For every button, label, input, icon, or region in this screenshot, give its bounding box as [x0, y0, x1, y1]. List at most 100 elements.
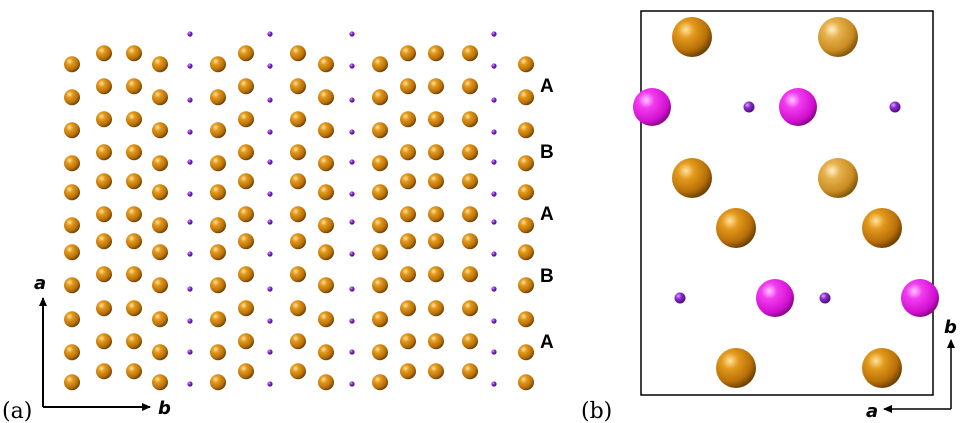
- orange-atom: [152, 89, 168, 106]
- orange-atom: [238, 206, 254, 223]
- small-atom: [349, 251, 355, 257]
- small-atom: [491, 159, 497, 165]
- panel-b-atoms: [633, 17, 939, 388]
- magenta-atom: [756, 279, 794, 317]
- small-atom: [187, 191, 193, 197]
- orange-atom: [818, 158, 858, 198]
- orange-atom: [152, 244, 168, 261]
- small-atom: [187, 318, 193, 324]
- small-atom: [491, 191, 497, 197]
- orange-atom: [400, 266, 416, 283]
- small-atom: [267, 381, 273, 387]
- orange-atom: [518, 155, 534, 172]
- orange-atom: [318, 244, 334, 261]
- orange-atom: [318, 155, 334, 172]
- orange-atom: [290, 144, 306, 161]
- orange-atom: [428, 333, 444, 350]
- orange-atom: [126, 363, 142, 380]
- orange-atom: [428, 266, 444, 283]
- orange-atom: [318, 277, 334, 294]
- orange-atom: [318, 184, 334, 201]
- small-atom: [187, 381, 193, 387]
- orange-atom: [518, 311, 534, 328]
- orange-atom: [518, 122, 534, 139]
- stacking-label-1: A: [540, 76, 554, 97]
- small-atom: [187, 349, 193, 355]
- orange-atom: [518, 244, 534, 261]
- orange-atom: [64, 311, 80, 328]
- small-atom: [349, 191, 355, 197]
- orange-atom: [428, 363, 444, 380]
- small-atom: [491, 63, 497, 69]
- orange-atom: [290, 78, 306, 95]
- orange-atom: [318, 374, 334, 391]
- orange-atom: [518, 277, 534, 294]
- orange-atom: [462, 45, 478, 62]
- orange-atom: [290, 363, 306, 380]
- orange-atom: [400, 233, 416, 250]
- orange-atom: [400, 173, 416, 190]
- unit-cell-frame: [640, 10, 934, 396]
- orange-atom: [210, 89, 226, 106]
- orange-atom: [64, 244, 80, 261]
- orange-atom: [372, 244, 388, 261]
- small-atom: [267, 129, 273, 135]
- orange-atom: [462, 206, 478, 223]
- orange-atom: [152, 184, 168, 201]
- panel-a-atoms: [64, 31, 534, 391]
- magenta-atom: [633, 88, 671, 126]
- orange-atom: [126, 173, 142, 190]
- orange-atom: [400, 206, 416, 223]
- orange-atom: [372, 344, 388, 361]
- small-atom: [349, 129, 355, 135]
- orange-atom: [126, 206, 142, 223]
- orange-atom: [400, 45, 416, 62]
- small-atom: [267, 97, 273, 103]
- orange-atom: [210, 277, 226, 294]
- orange-atom: [210, 122, 226, 139]
- orange-atom: [462, 233, 478, 250]
- orange-atom: [862, 348, 902, 388]
- orange-atom: [290, 333, 306, 350]
- orange-atom: [462, 78, 478, 95]
- orange-atom: [152, 155, 168, 172]
- orange-atom: [462, 363, 478, 380]
- orange-atom: [238, 233, 254, 250]
- small-atom: [349, 286, 355, 292]
- orange-atom: [862, 208, 902, 248]
- stacking-label-4: B: [540, 266, 554, 287]
- small-atom: [187, 159, 193, 165]
- orange-atom: [716, 348, 756, 388]
- orange-atom: [716, 208, 756, 248]
- orange-atom: [318, 89, 334, 106]
- orange-atom: [372, 89, 388, 106]
- orange-atom: [152, 311, 168, 328]
- orange-atom: [210, 311, 226, 328]
- orange-atom: [96, 363, 112, 380]
- orange-atom: [428, 300, 444, 317]
- stacking-label-3: A: [540, 204, 554, 225]
- orange-atom: [126, 45, 142, 62]
- orange-atom: [210, 56, 226, 73]
- small-atom: [349, 31, 355, 37]
- orange-atom: [96, 233, 112, 250]
- panel-a-horizontal-axis-label: b: [158, 398, 171, 419]
- orange-atom: [96, 173, 112, 190]
- orange-atom: [428, 173, 444, 190]
- orange-atom: [290, 300, 306, 317]
- orange-atom: [126, 300, 142, 317]
- orange-atom: [462, 173, 478, 190]
- small-atom: [187, 219, 193, 225]
- orange-atom: [96, 266, 112, 283]
- orange-atom: [290, 233, 306, 250]
- small-atom: [267, 286, 273, 292]
- small-atom: [889, 101, 901, 113]
- orange-atom: [518, 56, 534, 73]
- orange-atom: [400, 300, 416, 317]
- panel-a-vertical-axis-label: a: [34, 273, 46, 294]
- small-atom: [349, 318, 355, 324]
- orange-atom: [238, 363, 254, 380]
- orange-atom: [400, 363, 416, 380]
- small-atom: [491, 129, 497, 135]
- small-atom: [349, 63, 355, 69]
